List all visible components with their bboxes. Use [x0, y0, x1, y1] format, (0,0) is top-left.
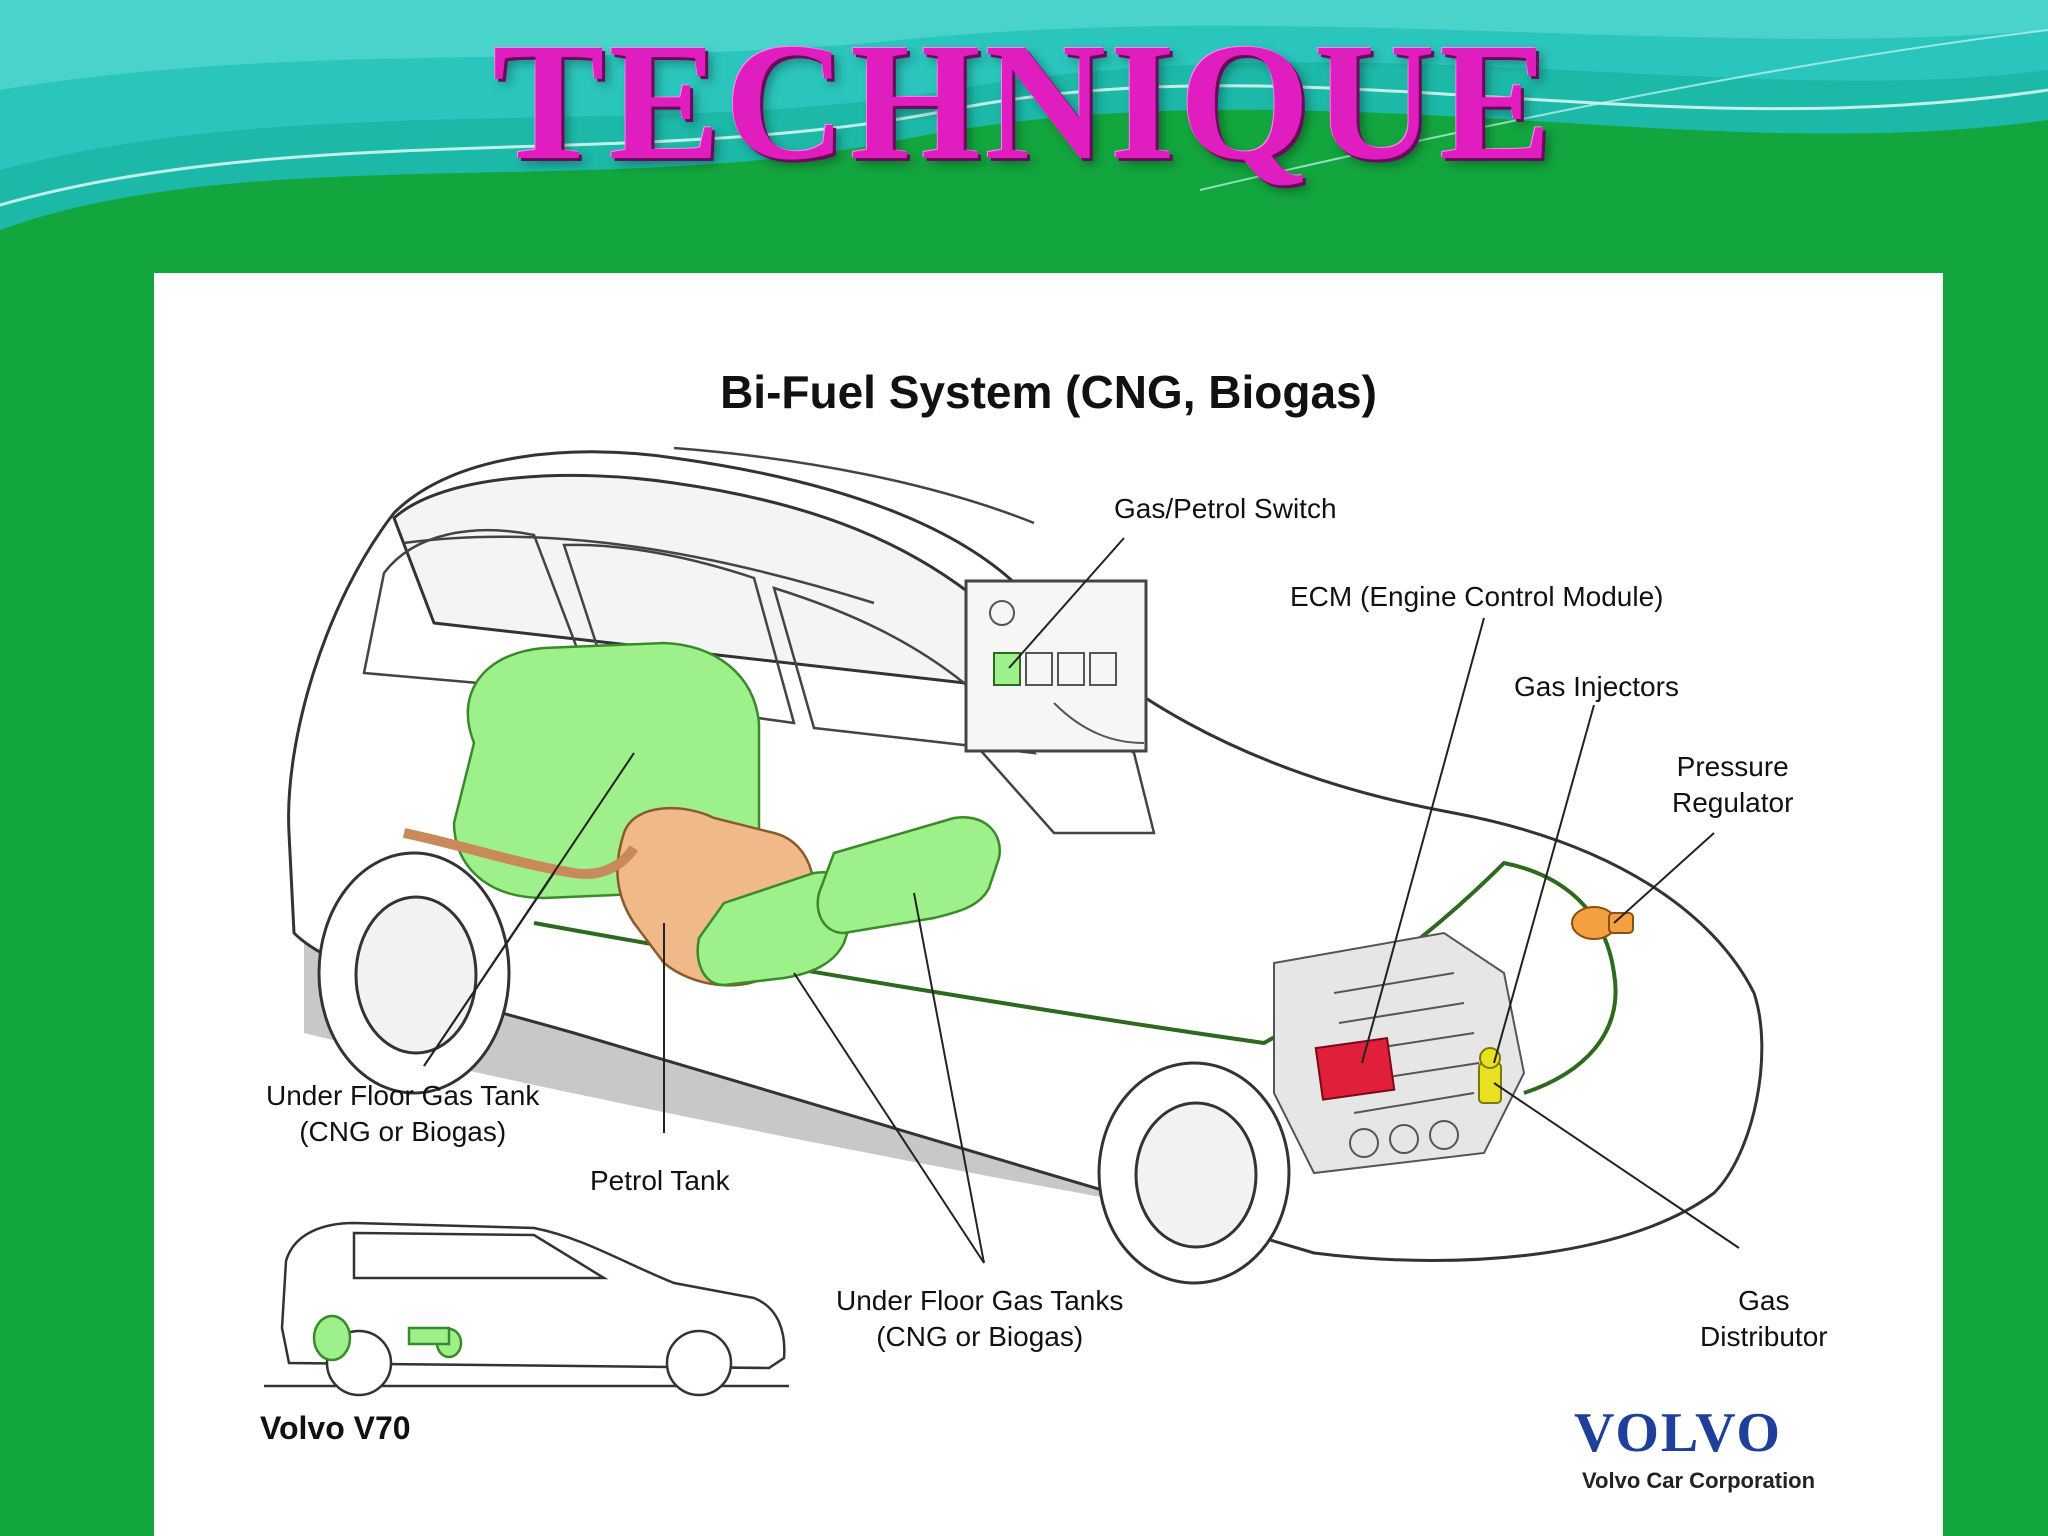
label-pressure-regulator-line1: Pressure	[1676, 751, 1789, 782]
label-under-floor-gas-tank-line2: (CNG or Biogas)	[299, 1116, 507, 1147]
label-under-floor-gas-tanks-line1: Under Floor Gas Tanks	[836, 1285, 1124, 1316]
label-under-floor-gas-tank-line1: Under Floor Gas Tank	[266, 1080, 540, 1111]
label-gas-distributor-line1: Gas	[1738, 1285, 1790, 1316]
label-pressure-regulator-line2: Regulator	[1672, 787, 1794, 818]
volvo-logo: VOLVO	[1574, 1402, 1782, 1464]
under-floor-gas-tanks-mid	[696, 815, 1002, 987]
label-petrol-tank: Petrol Tank	[590, 1165, 730, 1196]
label-gas-injectors: Gas Injectors	[1514, 671, 1679, 702]
rear-wheel	[317, 851, 511, 1095]
gas-distributor	[1478, 1047, 1502, 1104]
volvo-corporation-text: Volvo Car Corporation	[1582, 1468, 1816, 1493]
label-ecm: ECM (Engine Control Module)	[1290, 581, 1664, 612]
car-cutaway-illustration	[264, 446, 1764, 1397]
label-gas-petrol-switch: Gas/Petrol Switch	[1114, 493, 1337, 524]
roof-rails	[403, 446, 1035, 605]
gas-petrol-switch-inset	[964, 579, 1148, 753]
model-name: Volvo V70	[260, 1410, 411, 1446]
label-gas-distributor-line2: Distributor	[1700, 1321, 1828, 1352]
slide-title: TECHNIQUE	[492, 9, 1556, 195]
leader-lines	[423, 537, 1740, 1264]
label-under-floor-gas-tank: Under Floor Gas Tank (CNG or Biogas)	[266, 1078, 539, 1150]
pressure-regulator	[1571, 906, 1634, 940]
diagram-title: Bi-Fuel System (CNG, Biogas)	[720, 366, 1377, 418]
engine-block	[1273, 931, 1526, 1175]
label-under-floor-gas-tanks: Under Floor Gas Tanks (CNG or Biogas)	[836, 1283, 1123, 1355]
front-wheel	[1097, 1061, 1291, 1285]
label-pressure-regulator: Pressure Regulator	[1672, 749, 1793, 821]
label-under-floor-gas-tanks-line2: (CNG or Biogas)	[876, 1321, 1084, 1352]
label-gas-distributor: Gas Distributor	[1700, 1283, 1828, 1355]
ecm-module	[1314, 1036, 1396, 1101]
diagram-panel: Bi-Fuel System (CNG, Biogas)	[154, 273, 1943, 1536]
side-view-car	[264, 1221, 789, 1397]
